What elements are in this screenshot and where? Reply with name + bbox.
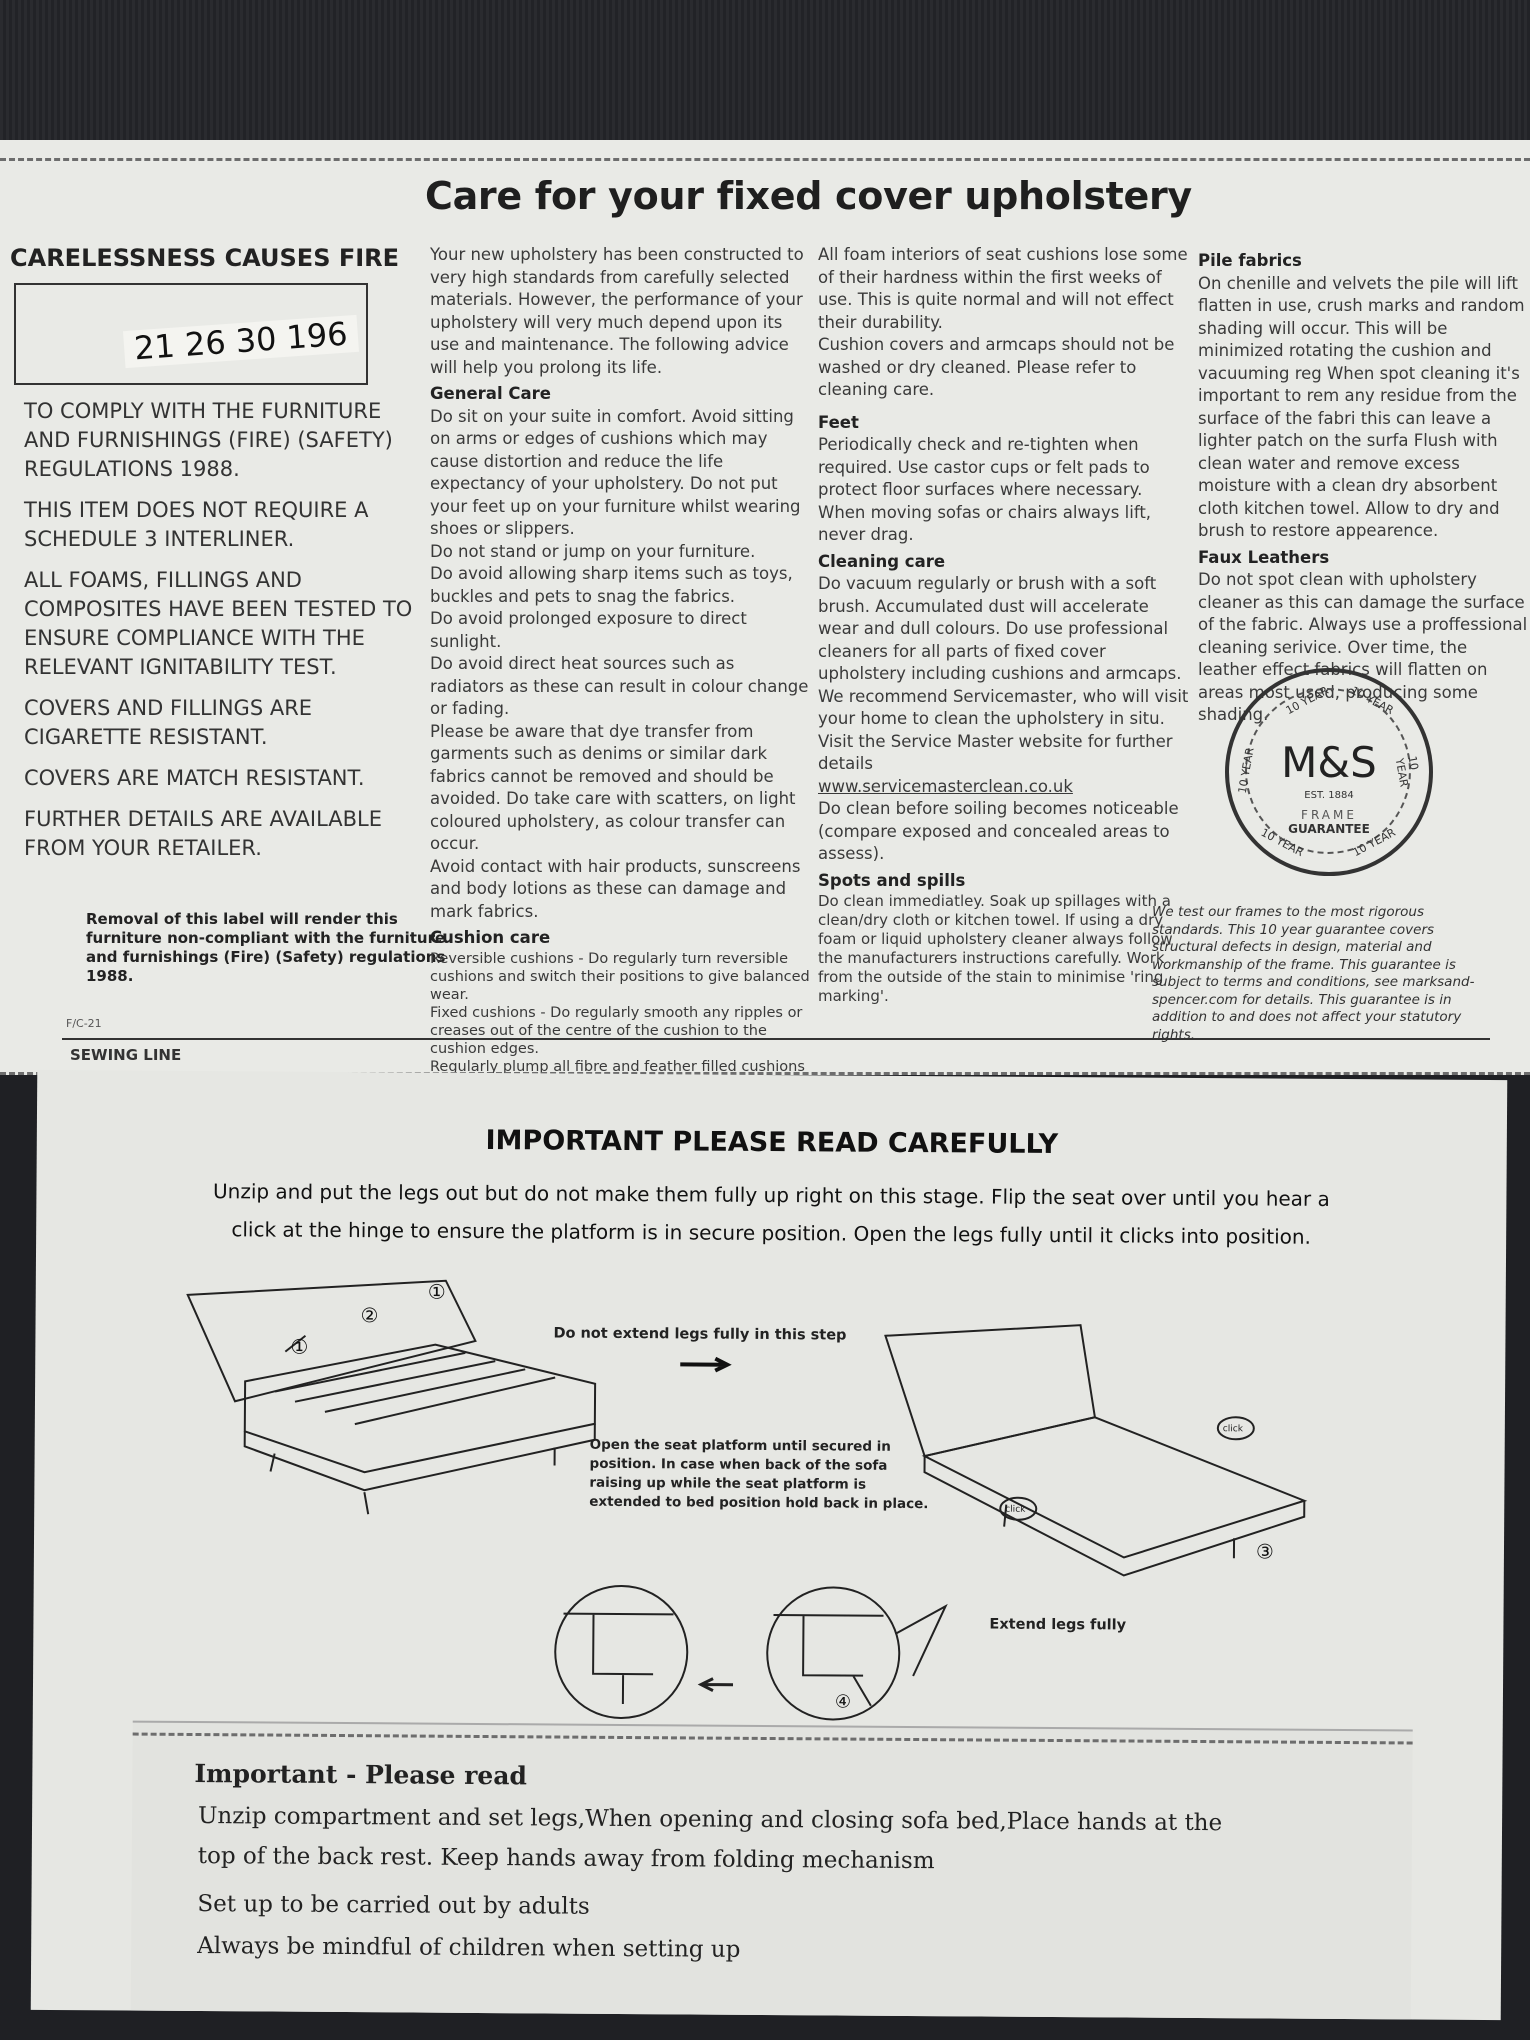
general-care-6: Please be aware that dye transfer from g… [430, 721, 796, 854]
care-column-2: Your new upholstery has been constructed… [430, 244, 812, 1075]
sewing-line-label: SEWING LINE [70, 1046, 182, 1064]
cleaning-text: Do vacuum regularly or brush with a soft… [818, 574, 1189, 773]
code-box: 21 26 30 196 [14, 283, 368, 385]
statement-cigarette: COVERS AND FILLINGS ARE CIGARETTE RESIST… [24, 696, 313, 749]
cushion-care-heading: Cushion care [430, 928, 551, 947]
guarantee-stamp: 10 YEAR 10 YEAR 10 YEAR 10 YEAR 10 YEAR … [1225, 668, 1433, 876]
stitch-line-mid [0, 1072, 1530, 1075]
sofa-bed-diagram: ① ② ① click click ③ ④ [186, 1279, 1308, 1721]
pile-heading: Pile fabrics [1198, 251, 1302, 270]
warning-line-1: Unzip compartment and set legs,When open… [198, 1803, 1223, 1837]
pile-text: On chenille and velvets the pile will li… [1198, 273, 1525, 541]
intro-text: Your new upholstery has been constructed… [430, 245, 804, 377]
spots-heading: Spots and spills [818, 870, 966, 890]
ms-est: EST. 1884 [1304, 790, 1354, 801]
fire-safety-column: CARELESSNESS CAUSES FIRE 21 26 30 196 TO… [10, 244, 430, 875]
removal-notice: Removal of this label will render this f… [86, 910, 446, 985]
statement-tested: ALL FOAMS, FILLINGS AND COMPOSITES HAVE … [24, 568, 413, 679]
care-title: Care for your fixed cover upholstery [425, 174, 1192, 218]
sofa-bed-open-illustration [884, 1324, 1308, 1577]
guarantee-note: We test our frames to the most rigorous … [1152, 904, 1475, 1043]
instruction-line-1: Unzip and put the legs out but do not ma… [212, 1179, 1330, 1211]
warning-line-4: Always be mindful of children when setti… [197, 1933, 741, 1963]
stitch-line-warning [132, 1732, 1413, 1745]
foam-text: All foam interiors of seat cushions lose… [818, 245, 1188, 332]
general-care-4: Do avoid prolonged exposure to direct su… [430, 609, 747, 651]
cleaning-heading: Cleaning care [818, 551, 946, 571]
faux-heading: Faux Leathers [1198, 547, 1330, 567]
step-2: ② [361, 1303, 379, 1327]
covers-text: Cushion covers and armcaps should not be… [818, 335, 1175, 399]
click-label-2: click [1005, 1505, 1026, 1515]
step-note: Do not extend legs fully in this step [553, 1325, 847, 1344]
care-label: Care for your fixed cover upholstery CAR… [0, 140, 1530, 1075]
sewing-line-rule [62, 1038, 1490, 1040]
general-care-2: Do not stand or jump on your furniture. [430, 541, 756, 561]
warning-line-2: top of the back rest. Keep hands away fr… [197, 1843, 935, 1875]
sofa-folded-illustration [186, 1279, 597, 1515]
cushion-care-3: Regularly plump all fibre and feather fi… [430, 1058, 805, 1075]
statement-retailer: FURTHER DETAILS ARE AVAILABLE FROM YOUR … [24, 807, 382, 860]
step-1-right: ① [428, 1280, 446, 1304]
care-column-3: All foam interiors of seat cushions lose… [818, 244, 1190, 1006]
leg-detail-illustrations [554, 1584, 948, 1721]
step-1-left: ① [290, 1335, 308, 1359]
general-care-3: Do avoid allowing sharp items such as to… [430, 564, 793, 606]
warning-line-3: Set up to be carried out by adults [197, 1891, 590, 1920]
care-column-4: Pile fabrics On chenille and velvets the… [1198, 246, 1528, 727]
statement-match: COVERS ARE MATCH RESISTANT. [24, 766, 365, 790]
ms-logo: M&S [1281, 738, 1377, 787]
step-4: ④ [835, 1691, 851, 1712]
statement-comply: TO COMPLY WITH THE FURNITURE AND FURNISH… [24, 399, 393, 481]
product-code: 21 26 30 196 [122, 315, 359, 369]
important-title: IMPORTANT PLEASE READ CAREFULLY [485, 1125, 1059, 1161]
fire-heading: CARELESSNESS CAUSES FIRE [10, 244, 400, 272]
spots-text: Do clean immediatley. Soak up spillages … [818, 892, 1173, 1005]
statement-interliner: THIS ITEM DOES NOT REQUIRE A SCHEDULE 3 … [24, 498, 369, 551]
general-care-7: Avoid contact with hair products, sunscr… [430, 856, 801, 921]
instruction-label: IMPORTANT PLEASE READ CAREFULLY Unzip an… [30, 1069, 1508, 2021]
cushion-care-2: Fixed cushions - Do regularly smooth any… [430, 1004, 803, 1057]
arrow-right [680, 1356, 732, 1373]
code-small: F/C-21 [66, 1017, 102, 1030]
warning-title: Important - Please read [194, 1758, 528, 1791]
background-fabric [0, 0, 1530, 140]
click-label-1: click [1223, 1424, 1244, 1434]
cushion-care-1: Reversible cushions - Do regularly turn … [430, 950, 810, 1003]
ms-guarantee: GUARANTEE [1288, 822, 1370, 836]
step-3: ③ [1256, 1539, 1274, 1563]
warning-panel: Important - Please read Unzip compartmen… [130, 1720, 1413, 2021]
cleaning-link: www.servicemasterclean.co.uk [818, 776, 1073, 796]
feet-text: Periodically check and re-tighten when r… [818, 435, 1152, 544]
cleaning-text-2: Do clean before soiling becomes noticeab… [818, 799, 1179, 863]
ms-frame: FRAME [1301, 808, 1357, 822]
stitch-line-top [0, 158, 1530, 161]
extend-note: Extend legs fully [989, 1616, 1127, 1634]
general-care-5: Do avoid direct heat sources such as rad… [430, 654, 809, 718]
stamp-inner-ring [1245, 688, 1411, 854]
platform-note: Open the seat platform until secured in … [589, 1436, 929, 1513]
general-care-1: Do sit on your suite in comfort. Avoid s… [430, 406, 801, 539]
general-care-heading: General Care [430, 384, 551, 403]
feet-heading: Feet [818, 412, 859, 432]
